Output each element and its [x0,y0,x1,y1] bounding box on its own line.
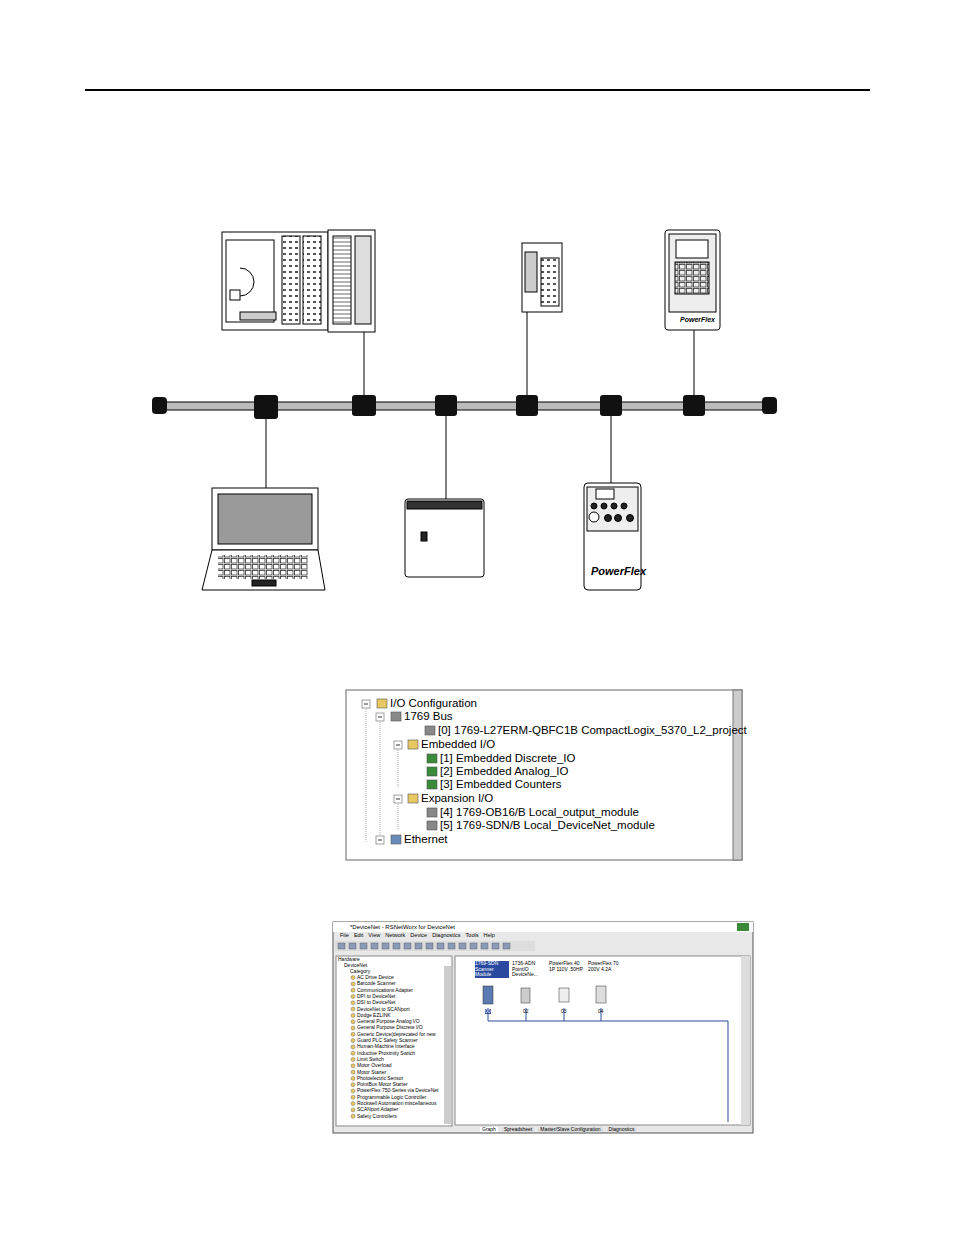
category-item: Motor Starter [357,1070,386,1075]
tree-item: [2] Embedded Analog_IO [440,766,569,778]
category-item: Limit Switch [357,1057,384,1062]
tree-item: 1769 Bus [404,711,453,723]
menu-item: Edit [354,933,363,939]
category-item: Generic Device(deprecated for new [357,1032,436,1037]
tree-item: Embedded I/O [421,739,495,751]
tab: Master/Slave Configuration [538,1127,602,1132]
tree-item: [5] 1769-SDN/B Local_DeviceNet_module [440,820,655,832]
category-item: Rockwell Automation miscellaneous [357,1101,436,1106]
header-rule [85,89,870,91]
node-address: 00 [485,1009,491,1014]
category-item: Photoelectric Sensor [357,1076,403,1081]
menu-item: File [340,933,349,939]
rsnetworx-window [333,922,753,1133]
category-item: PowerFlex 750-Series via DeviceNet [357,1088,438,1093]
tab: Graph [480,1127,498,1132]
tree-item: Category [350,969,370,974]
device-label: PowerFlex 70 200V 4.2A [588,961,622,972]
tree-item: DeviceNet [344,963,367,968]
tree-item: [3] Embedded Counters [440,779,561,791]
panel-title: Hardware [338,957,360,962]
tree-item: [0] 1769-L27ERM-QBFC1B CompactLogix_5370… [438,725,747,737]
category-item: Programmable Logic Controller [357,1095,426,1100]
tree-item: Ethernet [404,834,447,846]
laptop [202,488,325,590]
window-title: *DeviceNet - RSNetWorx for DeviceNet [350,924,455,930]
category-item: Safety Controllers [357,1114,397,1119]
node-address: 03 [561,1009,567,1014]
category-item: Dodge EZLINK [357,1013,391,1018]
tree-item: [1] Embedded Discrete_IO [440,753,576,765]
device-label: PowerFlex 40 1P 110V .50HP [549,961,583,972]
device-label: 1736-ADN PointIO DeviceNe... [512,961,546,978]
tree-item: I/O Configuration [390,698,477,710]
category-item: DSI to DeviceNet [357,1000,395,1005]
category-item: General Purpose Discrete I/O [357,1025,423,1030]
category-item: Human-Machine Interface [357,1044,415,1049]
drive-brand: PowerFlex [591,566,646,577]
trunk-line [160,402,775,410]
category-item: Inductive Proximity Switch [357,1051,415,1056]
menu-item: Device [410,933,427,939]
tab: Diagnostics [607,1127,637,1132]
drive-brand: PowerFlex [680,316,715,323]
category-item: SCANport Adapter [357,1107,398,1112]
menu-item: Diagnostics [432,933,460,939]
device-label: 1769-SDN Scanner Module [475,961,509,978]
menu-item: Network [385,933,405,939]
menu-item: Help [483,933,494,939]
node-address: 02 [523,1009,529,1014]
category-item: AC Drive Device [357,975,394,980]
power-supply [405,499,484,577]
tree-item: Expansion I/O [421,793,493,805]
node-address: 04 [598,1009,604,1014]
category-item: DeviceNet to SCANport [357,1007,410,1012]
tree-item: [4] 1769-OB16/B Local_output_module [440,807,639,819]
category-item: General Purpose Analog I/O [357,1019,420,1024]
compactlogix-controller [222,230,375,332]
category-item: DPI to DeviceNet [357,994,395,999]
category-item: PointBus Motor Starter [357,1082,408,1087]
io-tree-window [346,690,742,860]
menu-item: Tools [466,933,479,939]
menu-item: View [368,933,380,939]
point-io-adapter [522,243,562,312]
category-item: Motor Overload [357,1063,391,1068]
category-item: Guard PLC Safety Scanner [357,1038,418,1043]
tab: Spreadsheet [502,1127,534,1132]
taps [152,395,777,419]
powerflex-70-drive [665,230,720,330]
category-item: Barcode Scanner [357,981,396,986]
category-item: Communications Adapter [357,988,413,993]
